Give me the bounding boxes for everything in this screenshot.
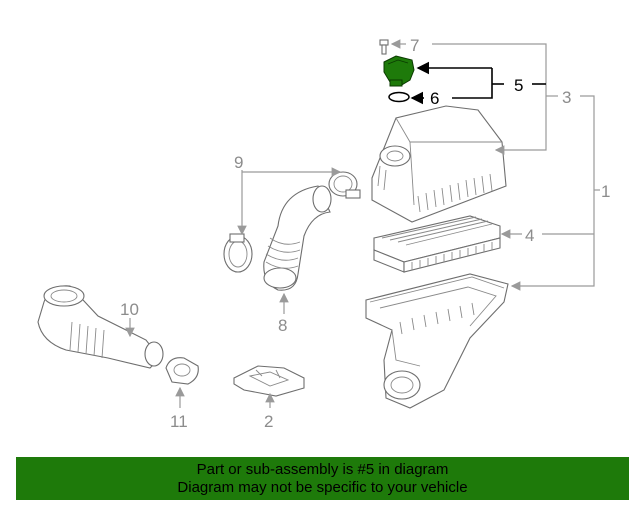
banner-line-1: Part or sub-assembly is #5 in diagram [196, 461, 449, 478]
part-2-bracket [233, 365, 305, 397]
callout-9: 9 [234, 153, 243, 172]
info-banner: Part or sub-assembly is #5 in diagram Di… [16, 457, 629, 500]
callout-3: 3 [562, 88, 571, 107]
part-3-air-cleaner-cap [371, 105, 507, 223]
leader-lines [125, 39, 600, 408]
callout-2: 2 [264, 412, 273, 431]
part-9-clamps [223, 171, 361, 273]
callout-1: 1 [601, 182, 610, 201]
part-8-hose [263, 185, 332, 291]
part-6-o-ring [388, 91, 410, 103]
callout-4: 4 [525, 226, 534, 245]
part-5-sensor [383, 55, 415, 87]
part-4-filter-element [373, 215, 501, 273]
callout-10: 10 [120, 300, 139, 319]
parts-diagram: 7 5 6 3 1 4 9 8 10 11 2 [37, 36, 610, 431]
callout-5: 5 [514, 76, 523, 95]
callout-7: 7 [410, 36, 419, 55]
callout-8: 8 [278, 316, 287, 335]
callout-6: 6 [430, 89, 439, 108]
banner-line-2: Diagram may not be specific to your vehi… [177, 479, 468, 496]
part-10-inlet-duct [37, 285, 164, 369]
callout-11: 11 [170, 412, 188, 431]
leader-lines-highlighted [410, 61, 546, 105]
part-11-grommet [165, 357, 199, 385]
part-7-screw [379, 39, 389, 55]
part-1-air-cleaner-case [365, 273, 509, 409]
